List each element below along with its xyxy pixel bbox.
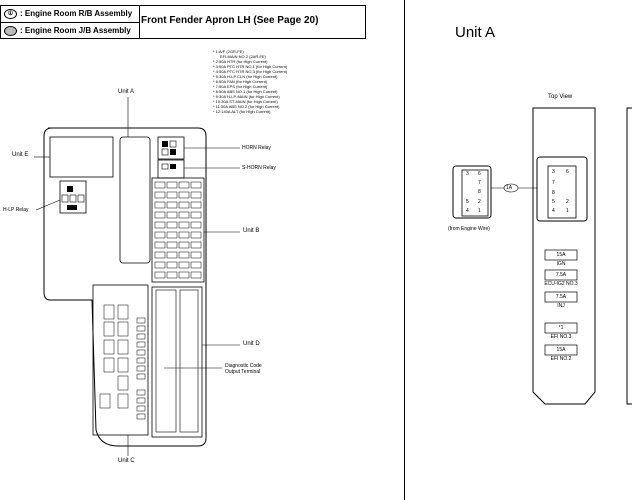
note-line: * 6:50A FAN (for High Current) [213,79,268,84]
relay-pin [69,194,77,203]
note-line: * 1:A/F (2GR-FE) [213,49,244,54]
fuse-name: INJ [557,303,565,309]
connector-tag-label: 1A [506,185,513,191]
pin-label: 5 [466,199,469,205]
horn-relay-label: HORN Relay [242,145,271,151]
fuse-name: ECU-IG2 NO.3 [544,281,578,287]
fuse-name: IGN [556,261,566,267]
relay-pin [161,148,169,156]
relay-pin [169,140,177,148]
unit-b-fuse-grid [154,181,202,279]
unit-c-label: Unit C [118,458,135,464]
panel-divider [404,0,405,500]
rb-symbol-icon: ① [4,8,17,19]
pin-label: 5 [552,199,555,205]
unit-d-label: Unit D [243,341,260,347]
note-line: * 7:50A EPS (for High Current) [213,84,268,89]
unit-a-label: Unit A [118,89,135,95]
unit-c-block [92,284,149,436]
jb-symbol-icon [4,25,17,36]
unit-a-outline [532,107,596,405]
pin-label: 3 [552,169,555,175]
unit-c-fuses [99,304,146,420]
pin-label: 1 [478,208,481,214]
top-view-label: Top View [548,94,573,100]
fuse-rating: 7.5A [555,272,567,278]
unit-a-block [119,136,151,264]
pin-label: 8 [552,190,555,196]
unit-e-block [49,136,114,178]
relay-pin [67,186,73,192]
unit-d-connector [179,289,199,433]
leader-lines [34,97,240,456]
relay-pin [162,141,168,147]
note-line: * 8:50A ABS NO.1 (for High Current) [213,89,278,94]
legend-row-jb: : Engine Room J/B Assembly [1,23,139,39]
note-line: * 12:140A ALT (for High Current) [213,109,271,114]
note-line: * 3:50A PTC HTR NO.1 (for High Current) [213,64,288,69]
engine-wire-pin-block [461,169,489,217]
unit-a-title: Unit A [455,24,496,41]
fuse-notes-list: * 1:A/F (2GR-FE) EFI-MAIN NO.2 (2AR-FE) … [213,49,287,114]
relay-pin [170,149,176,155]
housing-outline [43,127,207,447]
unit-d-block [151,286,203,438]
connector-pin-block [547,165,577,219]
unit-d-connector [155,289,177,433]
fuse-rating: 15A [556,347,566,353]
fuse-rating: 15A [556,252,566,258]
pin-label: 4 [552,208,555,214]
fuse-name: EFI NO.2 [550,356,572,362]
relay-box-diagram [34,97,240,456]
legend-column-divider [139,6,140,38]
pin-label: 7 [478,180,481,186]
legend-rb-label: : Engine Room R/B Assembly [20,9,133,18]
note-line: * 5:30A H-LP CLN (for High Current) [213,74,278,79]
relay-pin [77,194,85,203]
adjacent-unit-outline [626,107,632,405]
relay-pin [61,194,69,203]
fuse-rating: *1 [558,325,564,331]
unit-b-block [151,177,205,283]
pin-label: 6 [566,169,569,175]
legend-jb-label: : Engine Room J/B Assembly [20,26,131,35]
output-terminal-label: Output Terminal [225,369,261,375]
hlp-relay-label: H-LP Relay [3,207,29,213]
pin-label: 3 [466,171,469,177]
connector-tag-marker [503,183,519,193]
relay-pin [161,163,169,170]
pin-label: 7 [552,180,555,186]
note-line: * 2:50A HTR (for High Current) [213,59,268,64]
legend-row-rb: ①: Engine Room R/B Assembly [1,6,139,22]
pin-label: 2 [566,199,569,205]
note-line: * 4:50A PTC HTR NO.3 (for High Current) [213,69,288,74]
legend-box: ①: Engine Room R/B Assembly : Engine Roo… [0,5,366,39]
diagnostic-code-label: Diagnostic Code [225,363,262,369]
fuse-name: EFI NO.3 [550,334,572,340]
fuse-rating: 7.5A [555,294,567,300]
pin-label: 1 [566,208,569,214]
pin-label: 4 [466,208,469,214]
relay-pin [67,205,77,210]
relay-pin [170,164,176,169]
note-line: * 9:30A H-LP-MAIN (for High Current) [213,94,280,99]
unit-a-fuse-outlines [544,249,578,356]
unit-e-label: Unit E [12,152,29,158]
from-engine-wire-label: (from Engine Wire) [448,226,490,232]
pin-label: 2 [478,199,481,205]
legend-row-divider [1,22,139,23]
note-line: EFI-MAIN NO.2 (2AR-FE) [220,54,267,59]
unit-a-detail-diagram [452,107,632,405]
pin-label: 6 [478,171,481,177]
pin-label: 8 [478,189,481,195]
horn-relay-block [157,136,185,160]
location-title: Front Fender Apron LH (See Page 20) [141,15,319,26]
note-line: * 10:30A ST-MAIN (for High Current) [213,99,278,104]
shorn-relay-label: S-HORN Relay [242,165,276,171]
unit-b-label: Unit B [243,228,260,234]
note-line: * 11:30A ABS NO.2 (for High Current) [213,104,280,109]
